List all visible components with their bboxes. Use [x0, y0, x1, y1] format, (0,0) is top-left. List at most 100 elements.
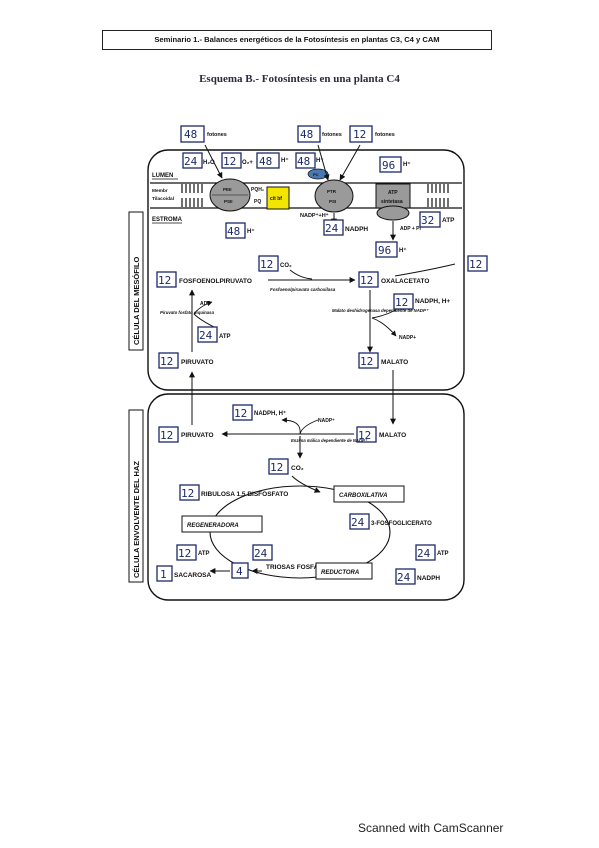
- svg-text:12: 12: [234, 407, 247, 420]
- nadph-right-group: 24 NADPH: [395, 568, 440, 585]
- svg-text:12: 12: [160, 429, 173, 442]
- svg-text:24: 24: [184, 155, 198, 168]
- atp-synthase-label-2: sintetasa: [381, 199, 403, 205]
- svg-text:96: 96: [378, 244, 391, 257]
- svg-text:12: 12: [395, 296, 408, 309]
- photons-3-group: 12 fotones: [349, 125, 395, 143]
- svg-text:ATP: ATP: [442, 217, 455, 224]
- svg-text:RIBULOSA 1,5 BISFOSFATO: RIBULOSA 1,5 BISFOSFATO: [201, 491, 288, 498]
- pep-group: 12 FOSFOENOLPIRUVATO: [156, 271, 252, 288]
- svg-text:12: 12: [360, 355, 373, 368]
- atp-meso-group: 24 ATP: [197, 326, 231, 343]
- photons-1-group: 48 fotones: [180, 125, 227, 143]
- triose-group: 24 TRIOSAS FOSFATO: [252, 544, 327, 571]
- oxaloacetate-group: 12 OXALACETATO: [358, 271, 429, 288]
- svg-text:NADPH: NADPH: [345, 226, 368, 233]
- mesophyll-label: CÉLULA DEL MESÓFILO: [132, 257, 141, 346]
- svg-text:ATP: ATP: [219, 334, 231, 340]
- co2-external-value: 12: [469, 258, 482, 271]
- atp-group: 32 ATP: [419, 211, 455, 228]
- atp-right-group: 24 ATP: [415, 544, 449, 561]
- svg-text:12: 12: [178, 547, 191, 560]
- svg-text:ATP: ATP: [437, 551, 449, 557]
- svg-text:12: 12: [158, 274, 171, 287]
- svg-text:PIRUVATO: PIRUVATO: [181, 359, 214, 366]
- pyruvate-bs-group: 12 PIRUVATO: [158, 426, 214, 443]
- svg-text:48: 48: [300, 128, 313, 141]
- svg-text:fotones: fotones: [322, 132, 342, 138]
- sucrose-group: 1 SACAROSA: [156, 565, 212, 582]
- svg-text:ATP: ATP: [198, 551, 210, 557]
- mesophyll-label-box: [128, 211, 144, 351]
- svg-text:24: 24: [254, 547, 268, 560]
- svg-text:12: 12: [360, 274, 373, 287]
- carboxylative-label: CARBOXILATIVA: [339, 493, 387, 499]
- svg-text:12: 12: [260, 258, 273, 271]
- bundle-sheath-label: CÉLULA ENVOLVENTE DEL HAZ: [132, 461, 141, 578]
- pyruvate-meso-group: 12 PIRUVATO: [158, 352, 214, 369]
- pga-group: 24 3-FOSFOGLICERATO: [349, 513, 432, 530]
- reductive-label: REDUCTORA: [321, 570, 359, 576]
- malate-bs-group: 12 MALATO: [356, 426, 406, 443]
- pq-label: PQ: [254, 199, 261, 205]
- svg-text:32: 32: [421, 214, 434, 227]
- nadp-h-label: NADP⁺+H⁺: [300, 212, 329, 219]
- rubp-group: 12 RIBULOSA 1,5 BISFOSFATO: [179, 484, 288, 501]
- camscanner-watermark: Scanned with CamScanner: [358, 821, 504, 835]
- mesophyll-cell-outline: [147, 149, 465, 391]
- nadp-plus-bs-label: NADP⁺: [318, 418, 335, 424]
- h-out-group: 96 H⁺: [375, 241, 407, 258]
- svg-text:NADPH: NADPH: [417, 575, 440, 582]
- o2-group: 12 O₂+: [221, 152, 253, 169]
- nadph-meso-group: 12 NADPH, H+: [393, 293, 450, 310]
- seminar-header: Seminario 1.- Balances energéticos de la…: [102, 30, 492, 50]
- bundle-sheath-label-box: [128, 409, 144, 583]
- bundle-sheath-cell-outline: [147, 393, 465, 601]
- svg-text:48: 48: [184, 128, 197, 141]
- scheme-title: Esquema B.- Fotosíntesis en una planta C…: [199, 73, 400, 85]
- peii-label: PEII: [223, 187, 232, 192]
- adp-pi-label: ADP + Pi: [400, 226, 421, 232]
- svg-text:H⁺: H⁺: [316, 157, 324, 164]
- svg-text:SACAROSA: SACAROSA: [174, 572, 212, 579]
- regenerative-label: REGENERADORA: [187, 523, 239, 529]
- lumen-label: LUMEN: [152, 173, 173, 179]
- svg-text:48: 48: [297, 155, 310, 168]
- svg-text:12: 12: [223, 155, 236, 168]
- atp-synthase-label-1: ATP: [388, 190, 398, 196]
- svg-text:96: 96: [382, 159, 395, 172]
- svg-text:fotones: fotones: [375, 132, 395, 138]
- membrane-label: Membr: [152, 188, 168, 194]
- pc-label: PC: [313, 172, 319, 177]
- malate-dh-label: Malato deshidrogenasa dependiente de NAD…: [332, 308, 429, 313]
- photosystem-i: [314, 179, 354, 213]
- svg-text:12: 12: [181, 487, 194, 500]
- ppdk-label: Piruvato fosfato diquinasa: [160, 310, 215, 315]
- carboxylative-box: [333, 485, 405, 503]
- svg-text:H⁺: H⁺: [281, 157, 289, 164]
- photons-2-group: 48 fotones: [297, 125, 342, 143]
- svg-text:MALATO: MALATO: [379, 432, 406, 439]
- svg-text:H⁺: H⁺: [247, 228, 255, 235]
- svg-text:24: 24: [325, 222, 339, 235]
- svg-text:12: 12: [358, 429, 371, 442]
- cytochrome-bf: [266, 186, 290, 210]
- pqh2-label: PQH₂: [251, 187, 264, 193]
- membrane-lipids-right: [427, 184, 449, 207]
- svg-text:3-FOSFOGLICERATO: 3-FOSFOGLICERATO: [371, 521, 432, 527]
- reductive-box: [315, 562, 373, 580]
- svg-text:48: 48: [227, 225, 240, 238]
- h-lumen-2-group: 48 H⁺: [295, 152, 324, 169]
- svg-text:CO₂: CO₂: [291, 465, 304, 472]
- co2-external-box: [467, 255, 488, 272]
- svg-text:MALATO: MALATO: [381, 359, 408, 366]
- regenerative-box: [181, 515, 263, 533]
- psii-label: PSII: [224, 199, 233, 204]
- atp-left-group: 12 ATP: [176, 544, 210, 561]
- h-atp-group: 96 H⁺: [379, 156, 411, 173]
- svg-text:NADPH, H+: NADPH, H+: [415, 298, 450, 305]
- svg-text:fotones: fotones: [207, 132, 227, 138]
- malic-enzyme-label: Enzima málica dependiente de NADP⁺: [291, 438, 368, 443]
- adp-meso-label: ADP: [200, 301, 211, 307]
- svg-text:OXALACETATO: OXALACETATO: [381, 278, 429, 285]
